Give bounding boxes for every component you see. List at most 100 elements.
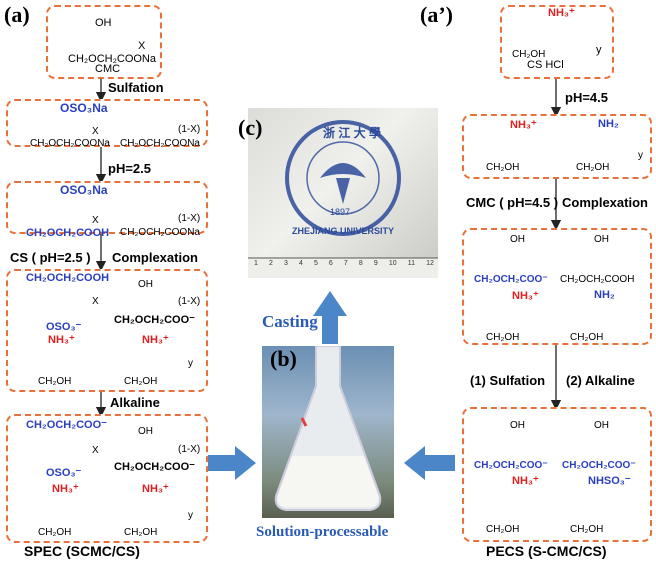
cs-label: CS HCl	[527, 59, 564, 71]
step-sulfation: Sulfation	[108, 80, 164, 95]
complex-nh3-2: NH₃⁺	[142, 334, 169, 346]
coona-group-2: CH₂OCH₂COONa	[120, 227, 200, 238]
pecs-nhso3: NHSO₃⁻	[588, 475, 631, 487]
rc-oh-2: OH	[594, 234, 609, 245]
ruler-tick: 1	[254, 260, 258, 267]
sulf-x: X	[92, 126, 99, 137]
step-cmc-ph45: CMC ( pH=4.5 )	[466, 195, 559, 210]
ruler-tick: 7	[343, 260, 348, 267]
solution-label: Solution-processable	[256, 524, 389, 540]
complex-oh-1: OH	[138, 279, 153, 290]
pecs-coo-2: CH₂OCH₂COO⁻	[562, 460, 636, 471]
pecs-oh-1: OH	[510, 420, 525, 431]
complex-x: X	[92, 296, 99, 307]
complex-left-box	[6, 269, 208, 392]
spec-nh3-2: NH₃⁺	[142, 483, 169, 495]
step-complexation-left: Complexation	[112, 250, 198, 265]
ruler-tick: 3	[283, 260, 288, 267]
ph45-box	[462, 114, 652, 179]
ruler-tick: 6	[328, 260, 333, 267]
spec-y: y	[188, 510, 193, 521]
cs-ch2oh: CH₂OH	[512, 49, 546, 60]
pecs-box	[462, 407, 652, 542]
rc-coo: CH₂OCH₂COO⁻	[474, 274, 548, 285]
complex-ch2oh-1: CH₂OH	[38, 376, 72, 387]
complex-nh3-1: NH₃⁺	[48, 334, 75, 346]
oso3na-2: OSO₃Na	[60, 183, 108, 197]
rc-nh3: NH₃⁺	[512, 290, 539, 302]
step-ph25: pH=2.5	[108, 161, 151, 176]
pecs-nh3: NH₃⁺	[512, 475, 539, 487]
ph25-box	[6, 181, 208, 234]
cs-nh3: NH₃⁺	[548, 7, 575, 19]
spec-ch2oh-1: CH₂OH	[38, 527, 72, 538]
rc-cooh: CH₂OCH₂COOH	[560, 274, 635, 285]
flask-photo	[262, 346, 394, 518]
ruler-tick: 5	[313, 260, 318, 267]
ph45-ch2oh-1: CH₂OH	[486, 162, 520, 173]
step-cs-ph25: CS ( pH=2.5 )	[10, 250, 91, 265]
step-alkaline: Alkaline	[110, 395, 160, 410]
complex-ch2oh-2: CH₂OH	[124, 376, 158, 387]
complex-1mx: (1-X)	[178, 296, 201, 307]
ruler-tick: 4	[298, 260, 303, 267]
spec-nh3-1: NH₃⁺	[52, 483, 79, 495]
seal-year: 1897	[330, 207, 351, 217]
ruler-tick: 11	[407, 260, 416, 267]
ph45-y: y	[638, 150, 643, 161]
flask-drawing	[274, 346, 382, 511]
sulf-1mx: (1-X)	[178, 124, 201, 135]
rc-oh-1: OH	[510, 234, 525, 245]
spec-oso3: OSO₃⁻	[46, 467, 82, 479]
complex-cooh: CH₂OCH₂COOH	[26, 272, 110, 284]
cs-y: y	[596, 44, 602, 56]
spec-coo-2: CH₂OCH₂COO⁻	[114, 461, 195, 473]
complex-oso3: OSO₃⁻	[46, 321, 82, 333]
spec-x: X	[92, 445, 99, 456]
ph25-1mx: (1-X)	[178, 213, 201, 224]
spec-oh-1: OH	[138, 426, 153, 437]
complex-y: y	[188, 358, 193, 369]
spec-coo-1: CH₂OCH₂COO⁻	[26, 419, 107, 431]
cooh-group-1: CH₂OCH₂COOH	[26, 227, 110, 239]
cmc-box	[46, 5, 162, 79]
ruler-tick: 2	[268, 260, 273, 267]
ruler-tick: 12	[426, 260, 434, 267]
complex-coo: CH₂OCH₂COO⁻	[114, 314, 195, 326]
sulfation-box	[6, 99, 208, 147]
step-sulfation-right: (1) Sulfation	[470, 373, 546, 388]
panel-a-label: (a)	[4, 2, 30, 27]
film-photo: 浙 江 大 學 1897 ZHEJIANG UNIVERSITY 1 2 3 4…	[248, 108, 438, 278]
ph45-nh2: NH₂	[598, 118, 619, 130]
ruler-tick: 9	[373, 260, 378, 267]
rc-ch2oh-2: CH₂OH	[570, 332, 604, 343]
panel-c-label: (c)	[238, 115, 263, 140]
rc-nh2: NH₂	[594, 289, 615, 301]
sulf-group-1: CH₂OCH₂COONa	[30, 138, 110, 149]
rc-ch2oh-1: CH₂OH	[486, 332, 520, 343]
pecs-ch2oh-1: CH₂OH	[486, 524, 520, 535]
step-ph45: pH=4.5	[565, 90, 608, 105]
seal-chinese: 浙 江 大 學	[323, 126, 382, 140]
ph25-x: X	[92, 215, 99, 226]
ph45-nh3: NH₃⁺	[510, 119, 537, 131]
cmc-label: CMC	[95, 63, 121, 75]
spec-1mx: (1-X)	[178, 444, 201, 455]
spec-ch2oh-2: CH₂OH	[124, 527, 158, 538]
complex-right-box	[462, 228, 652, 345]
panel-b-label: (b)	[270, 346, 297, 371]
casting-label: Casting	[262, 312, 318, 331]
pecs-oh-2: OH	[594, 420, 609, 431]
spec-result-label: SPEC (SCMC/CS)	[24, 543, 140, 559]
panel-a-prime-label: (a’)	[420, 2, 453, 27]
university-seal	[248, 120, 438, 278]
step-complexation-right: Complexation	[562, 195, 648, 210]
sulf-group-2: CH₂OCH₂COONa	[120, 138, 200, 149]
cmc-oh: OH	[95, 17, 112, 29]
ruler-tick: 10	[388, 260, 397, 267]
pecs-ch2oh-2: CH₂OH	[570, 524, 604, 535]
cmc-x: X	[138, 40, 146, 52]
oso3na-1: OSO₃Na	[60, 101, 108, 115]
seal-text: ZHEJIANG UNIVERSITY	[292, 226, 395, 236]
